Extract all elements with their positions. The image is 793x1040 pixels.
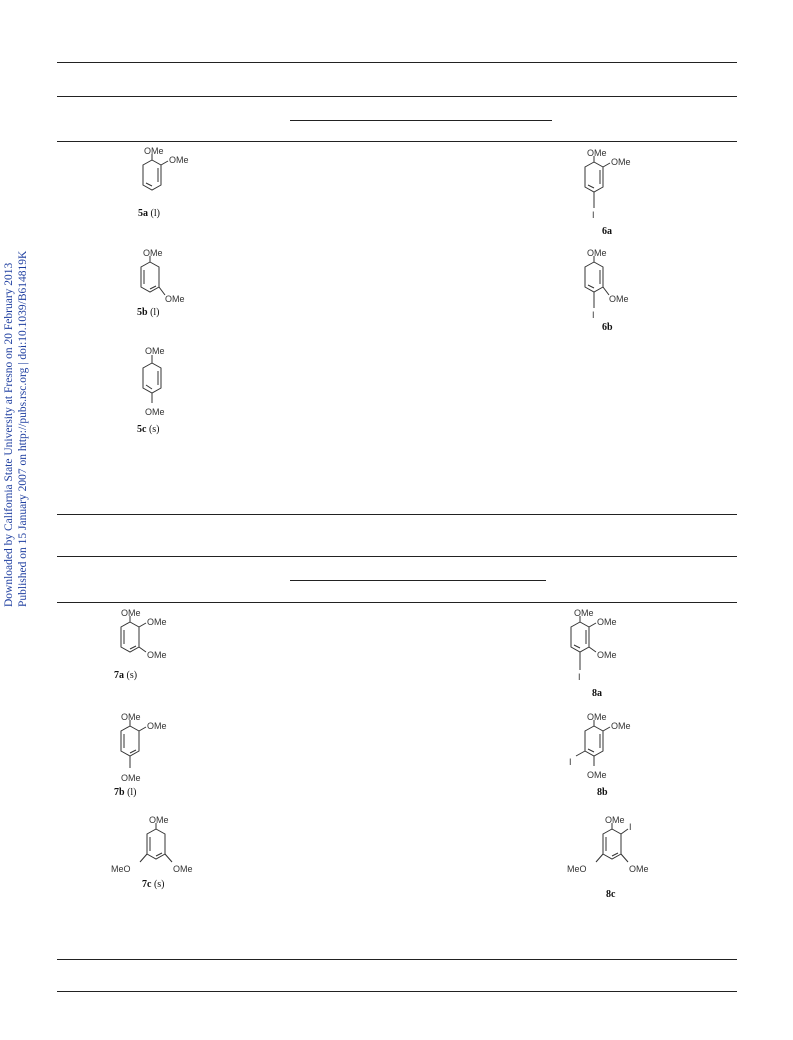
7a-ome-3: OMe <box>147 650 167 660</box>
caption-5a: 5a (l) <box>138 208 160 219</box>
6a-ome-2: OMe <box>611 157 631 167</box>
5a-ome-2: OMe <box>169 155 189 165</box>
compound-id-8b: 8b <box>597 787 608 798</box>
caption-8c: 8c <box>606 889 615 900</box>
7b-ome-3: OMe <box>121 773 141 783</box>
table2-body-rule <box>57 602 737 603</box>
6b-ome-2: OMe <box>609 294 629 304</box>
structure-7c: OMe MeO OMe <box>108 815 208 879</box>
state-7c: (s) <box>153 879 165 890</box>
caption-8a: 8a <box>592 688 602 699</box>
5a-ome-1: OMe <box>144 146 164 156</box>
caption-7c: 7c (s) <box>142 879 165 890</box>
structure-7a: OMe OMe OMe <box>108 608 198 674</box>
7a-ome-1: OMe <box>121 608 141 618</box>
compound-id-6b: 6b <box>602 322 613 333</box>
5c-ome-1: OMe <box>145 346 165 356</box>
5c-ome-2: OMe <box>145 407 165 417</box>
8b-ome-1: OMe <box>587 712 607 722</box>
7b-ome-1: OMe <box>121 712 141 722</box>
table1-body-rule <box>57 141 737 142</box>
compound-id-8c: 8c <box>606 889 616 900</box>
structure-5a: OMe OMe <box>120 146 200 206</box>
caption-6b: 6b <box>602 322 613 333</box>
table2-top-rule <box>57 556 737 557</box>
download-notice-line2: Published on 15 January 2007 on http://p… <box>17 250 29 607</box>
7c-meo: MeO <box>111 864 131 874</box>
download-notice-line1: Downloaded by California State Universit… <box>3 262 15 607</box>
7a-ome-2: OMe <box>147 617 167 627</box>
table2-subheader-rule <box>290 580 546 581</box>
table1-subheader-rule <box>290 120 552 121</box>
compound-id-5a: 5a <box>138 208 148 219</box>
caption-5b: 5b (l) <box>137 307 160 318</box>
table2-bottom-rule <box>57 991 737 992</box>
caption-6a: 6a <box>602 226 612 237</box>
6b-ome-1: OMe <box>587 248 607 258</box>
structure-6a: OMe OMe I <box>570 148 650 228</box>
structure-7b: OMe OMe OMe <box>108 712 198 788</box>
6a-iodo: I <box>592 210 595 220</box>
5b-ome-1: OMe <box>143 248 163 258</box>
structure-8a: OMe OMe OMe I <box>556 608 646 688</box>
state-5b: (l) <box>150 307 160 318</box>
structure-5c: OMe OMe <box>130 345 190 425</box>
caption-5c: 5c (s) <box>137 424 160 435</box>
compound-id-5b: 5b <box>137 307 148 318</box>
8a-ome-3: OMe <box>597 650 617 660</box>
structure-6b: OMe OMe I <box>570 248 650 326</box>
7b-ome-2: OMe <box>147 721 167 731</box>
6b-iodo: I <box>592 310 595 320</box>
7c-ome-2: OMe <box>173 864 193 874</box>
compound-id-7a: 7a <box>114 670 124 681</box>
state-5a: (l) <box>150 208 160 219</box>
state-7a: (s) <box>126 670 138 681</box>
8a-ome-2: OMe <box>597 617 617 627</box>
compound-id-6a: 6a <box>602 226 612 237</box>
8b-iodo: I <box>569 757 572 767</box>
table2-lower-rule <box>57 959 737 960</box>
caption-7a: 7a (s) <box>114 670 137 681</box>
8c-ome-2: OMe <box>629 864 649 874</box>
8c-iodo: I <box>629 822 632 832</box>
6a-ome-1: OMe <box>587 148 607 158</box>
8a-ome-1: OMe <box>574 608 594 618</box>
table1-header-rule <box>57 96 737 97</box>
table1-top-rule <box>57 62 737 63</box>
7c-ome-1: OMe <box>149 815 169 825</box>
download-notice: Downloaded by California State Universit… <box>2 250 32 607</box>
8c-meo: MeO <box>567 864 587 874</box>
caption-7b: 7b (l) <box>114 787 137 798</box>
5b-ome-2: OMe <box>165 294 185 304</box>
table1-bottom-rule <box>57 514 737 515</box>
structure-5b: OMe OMe <box>128 248 208 308</box>
caption-8b: 8b <box>597 787 608 798</box>
compound-id-7b: 7b <box>114 787 125 798</box>
state-7b: (l) <box>127 787 137 798</box>
8b-ome-2: OMe <box>611 721 631 731</box>
8c-ome-1: OMe <box>605 815 625 825</box>
compound-id-5c: 5c <box>137 424 147 435</box>
compound-id-8a: 8a <box>592 688 602 699</box>
structure-8c: OMe I MeO OMe <box>564 815 664 881</box>
state-5c: (s) <box>148 424 160 435</box>
8a-iodo: I <box>578 672 581 682</box>
8b-ome-3: OMe <box>587 770 607 780</box>
compound-id-7c: 7c <box>142 879 152 890</box>
structure-8b: OMe OMe I OMe <box>560 712 650 792</box>
